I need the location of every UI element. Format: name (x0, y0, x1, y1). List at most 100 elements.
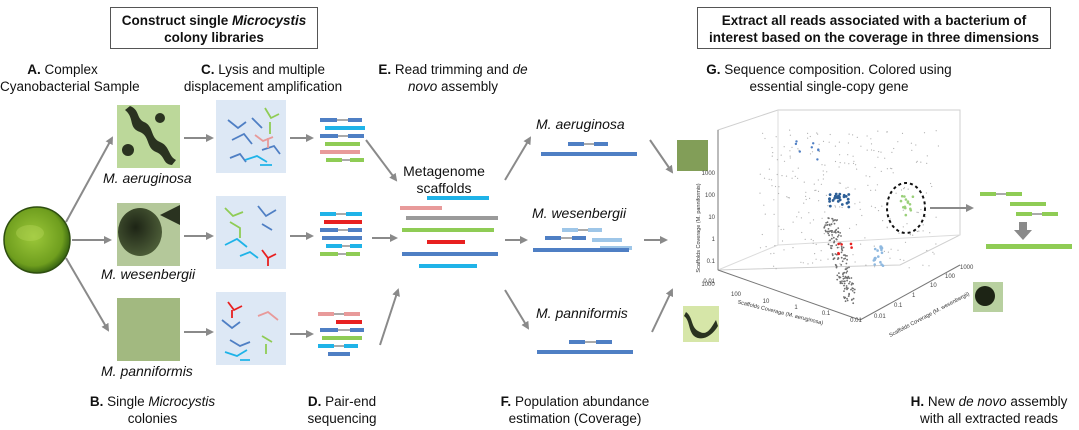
scatter-point-dark (836, 246, 839, 249)
scatter-point-dark (844, 280, 846, 283)
scatter-point-dark (827, 228, 830, 230)
label-d-line2: sequencing (307, 411, 377, 426)
arrow-assembly-to-aeruginosa (504, 136, 532, 181)
scatter-point-blue (828, 200, 831, 203)
scatter-point-dark (846, 279, 848, 282)
scatter-point-dark (823, 225, 826, 228)
scatter-point-dark (852, 287, 855, 290)
scatter-point-gray (838, 246, 840, 248)
scatter-point-gray (886, 204, 888, 206)
scatter-point-dark (828, 217, 830, 220)
scatter-point-gray (866, 135, 868, 137)
label-c-line1: Lysis and multiple (214, 62, 326, 77)
scatter-point-gray (809, 197, 811, 199)
scatter-point-blue-upper (817, 149, 820, 152)
scatter-point-gray (915, 161, 918, 163)
scatter-point-gray (867, 184, 869, 186)
scatter-point-dark (846, 288, 848, 291)
scatter-point-dark (831, 217, 833, 220)
new-assembly-bar (986, 244, 1072, 249)
scatter-point-gray (771, 146, 773, 149)
scatter-point-dark (835, 244, 838, 247)
scatter-point-dark (843, 271, 846, 274)
scatter-point-gray (856, 168, 858, 170)
arrow-assembly-to-panniformis (504, 289, 530, 330)
scatter-point-blue (838, 195, 841, 199)
scatter-point-gray (847, 186, 849, 188)
label-f-line1: Population abundance (511, 394, 650, 409)
scatter-point-gray (792, 221, 794, 223)
scatter-point-lightblue (872, 259, 876, 262)
scatter-point-gray (898, 232, 900, 234)
scatter-point-gray (820, 183, 823, 185)
scatter-point-dark (844, 296, 847, 299)
scatter-point-gray (807, 137, 809, 139)
scatter-point-gray (797, 167, 799, 169)
scatter-point-gray (774, 245, 776, 247)
scatter-point-green (906, 201, 910, 204)
scatter-point-gray (839, 200, 841, 202)
scatter-point-red (837, 251, 840, 255)
scatter-point-blue (831, 199, 835, 202)
scatter-point-dark (839, 280, 842, 283)
label-h-assembly: assembly (1006, 394, 1068, 409)
scatter-point-gray (773, 213, 775, 215)
scatter-point-gray (780, 228, 782, 231)
scatter-point-blue (845, 201, 849, 205)
lysis-panel-aeruginosa (216, 100, 286, 173)
scatter-point-lightblue (873, 247, 877, 251)
scatter-point-blue-upper (810, 146, 813, 149)
scatter-point-dark (831, 234, 833, 236)
coverage-3d-plot (717, 109, 961, 321)
scatter-point-dark (846, 255, 848, 257)
scatter-point-lightblue (880, 263, 883, 266)
micrograph-aeruginosa (117, 105, 180, 168)
scatter-point-gray (810, 238, 812, 240)
scatter-point-gray (759, 247, 762, 249)
scatter-point-dark (824, 229, 827, 232)
scatter-point-dark (848, 266, 850, 269)
y-axis-ticks: 0.01 0.1 1 10 100 1000 (874, 265, 974, 320)
label-b-line2: colonies (127, 411, 178, 426)
scatter-point-gray (798, 149, 800, 151)
metagenome-scaffolds (400, 196, 498, 268)
scatter-point-gray (805, 198, 807, 201)
scatter-point-lightblue (873, 256, 877, 260)
scatter-point-gray (831, 200, 834, 202)
scatter-point-gray (852, 254, 854, 256)
scatter-point-gray (786, 196, 788, 198)
scatter-point-gray (880, 170, 882, 172)
scatter-point-gray (845, 266, 847, 268)
label-g-letter: G. (706, 62, 721, 77)
scatter-point-red (837, 242, 840, 246)
extracted-reads (980, 192, 1058, 216)
scatter-point-dark (837, 227, 840, 230)
scatter-point-gray (886, 227, 888, 229)
scatter-point-gray (920, 161, 922, 163)
scatter-point-gray (924, 205, 926, 207)
label-b: B. Single Microcystis colonies (85, 393, 220, 427)
scatter-point-dark (848, 293, 850, 296)
scatter-point-dark (847, 275, 850, 278)
scatter-point-blue (828, 197, 831, 201)
bin-scaffolds-aeruginosa (541, 142, 637, 156)
scatter-point-gray (776, 159, 779, 161)
scatter-point-dark (840, 282, 842, 284)
scatter-point-blue-upper (812, 142, 815, 145)
scatter-point-dark (853, 291, 856, 294)
petri-dish-image (3, 206, 71, 274)
scatter-point-gray (800, 217, 803, 219)
scatter-point-gray (926, 249, 928, 252)
scatter-point-gray (832, 221, 834, 223)
scatter-point-dark (827, 230, 829, 233)
scatter-point-gray (774, 185, 777, 188)
scatter-point-lightblue (877, 255, 880, 258)
scatter-point-gray (834, 205, 836, 207)
scatter-point-dark (843, 284, 845, 287)
label-e: E. Read trimming and de novo assembly (378, 61, 528, 95)
scatter-point-gray (828, 240, 830, 242)
scatter-point-gray (785, 175, 788, 177)
scatter-point-dark (833, 231, 835, 234)
scatter-point-dark (841, 248, 843, 251)
scatter-point-dark (842, 246, 845, 249)
